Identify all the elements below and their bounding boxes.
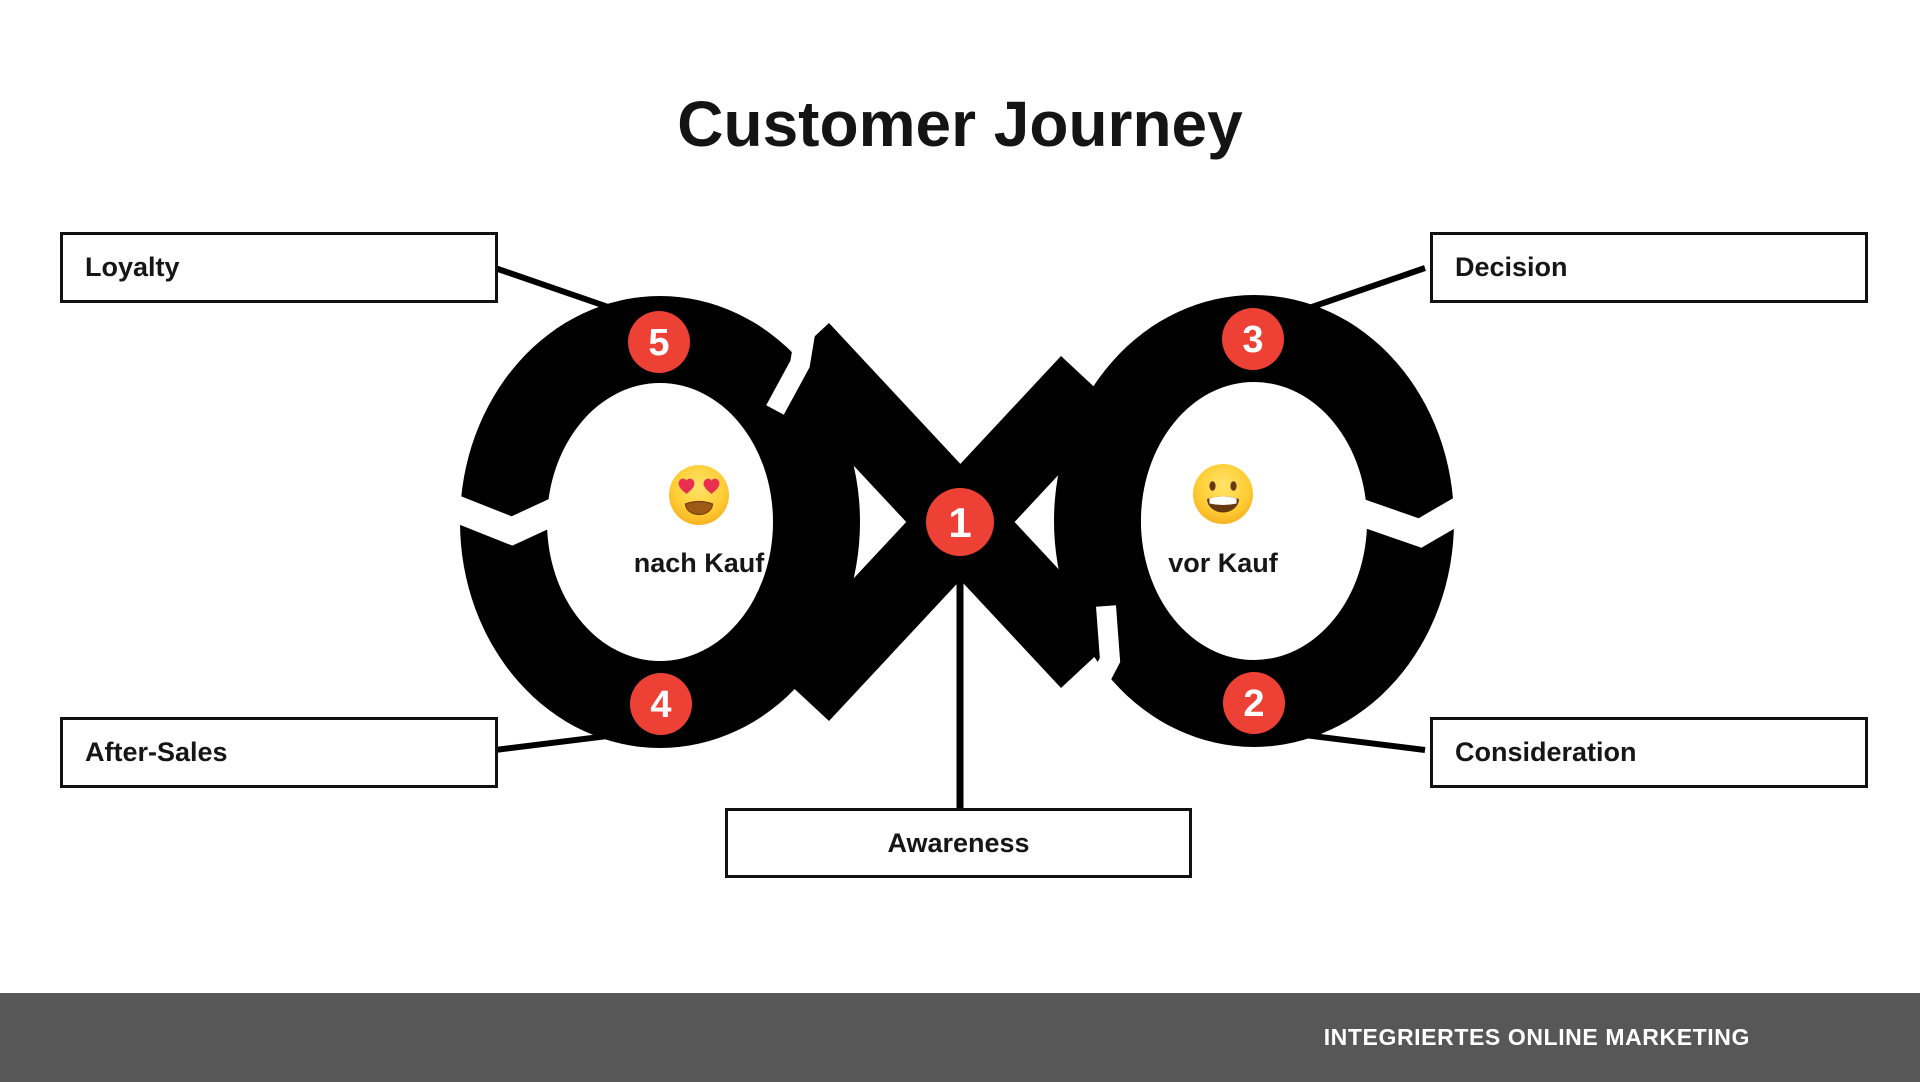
heart-eyes-emoji — [669, 465, 729, 525]
label-after-sales: After-Sales — [85, 737, 228, 767]
stage-circle-4 — [630, 673, 692, 735]
left-ring — [460, 296, 860, 748]
right-loop-caption: vor Kauf — [1168, 548, 1279, 578]
stage-number-4: 4 — [650, 684, 671, 726]
page-title: Customer Journey — [677, 88, 1243, 160]
label-box-decision: Decision — [1430, 232, 1868, 303]
stage-circle-2 — [1223, 672, 1285, 734]
label-decision: Decision — [1455, 252, 1568, 282]
stage-number-1: 1 — [948, 499, 971, 546]
stage-circle-5 — [628, 311, 690, 373]
footer-text: INTEGRIERTES ONLINE MARKETING — [1323, 1024, 1750, 1050]
stage-circle-1 — [926, 488, 994, 556]
label-box-loyalty: Loyalty — [60, 232, 498, 303]
stage-number-3: 3 — [1242, 319, 1263, 361]
stage-badges: 1 2 3 4 5 — [628, 308, 1285, 735]
label-loyalty: Loyalty — [85, 252, 180, 282]
label-consideration: Consideration — [1455, 737, 1637, 767]
label-box-awareness: Awareness — [725, 808, 1192, 878]
right-ring — [1054, 295, 1454, 747]
ring-gap-bottom-right — [1079, 605, 1121, 707]
stage-circle-3 — [1222, 308, 1284, 370]
ring-gap-top-left — [766, 308, 819, 415]
label-awareness: Awareness — [887, 827, 1030, 858]
ring-gap-right — [1349, 492, 1477, 548]
loop-gaps — [439, 308, 1477, 707]
stage-number-5: 5 — [648, 322, 669, 364]
stage-number-2: 2 — [1243, 683, 1264, 725]
label-box-after-sales: After-Sales — [60, 717, 498, 788]
grinning-emoji — [1193, 464, 1253, 524]
label-box-consideration: Consideration — [1430, 717, 1868, 788]
footer-bar: INTEGRIERTES ONLINE MARKETING — [0, 993, 1920, 1082]
left-loop-caption: nach Kauf — [634, 548, 766, 578]
ring-gap-left — [439, 491, 572, 546]
